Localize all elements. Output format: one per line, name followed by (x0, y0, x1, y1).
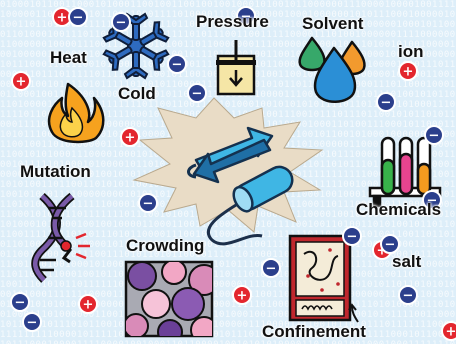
label-cold: Cold (118, 84, 156, 104)
negative-ion-icon: − (399, 286, 417, 304)
svg-text:−: − (15, 296, 26, 311)
label-confinement: Confinement (262, 322, 366, 342)
svg-text:−: − (381, 96, 392, 111)
svg-text:−: − (73, 11, 84, 26)
svg-text:−: − (429, 129, 440, 144)
svg-text:−: − (385, 238, 396, 253)
pressure-container-icon (216, 40, 256, 94)
svg-text:−: − (192, 87, 203, 102)
positive-ion-icon: + (121, 128, 139, 146)
svg-text:−: − (266, 262, 277, 277)
crowding-box-icon (124, 260, 219, 344)
svg-text:−: − (347, 230, 358, 245)
svg-text:+: + (57, 11, 68, 26)
svg-text:+: + (16, 75, 27, 90)
dna-icon (35, 196, 90, 280)
label-salt: salt (392, 252, 421, 272)
svg-text:+: + (237, 289, 248, 304)
svg-text:−: − (143, 197, 154, 212)
negative-ion-icon: − (343, 227, 361, 245)
negative-ion-icon: − (69, 8, 87, 26)
label-solvent: Solvent (302, 14, 363, 34)
negative-ion-icon: − (11, 293, 29, 311)
negative-ion-icon: − (112, 13, 130, 31)
svg-text:+: + (446, 325, 456, 340)
label-ion: ion (398, 42, 424, 62)
positive-ion-icon: + (442, 322, 456, 340)
solvent-drops-icon (300, 38, 365, 102)
svg-text:+: + (125, 131, 136, 146)
negative-ion-icon: − (188, 84, 206, 102)
svg-text:−: − (403, 289, 414, 304)
positive-ion-icon: + (12, 72, 30, 90)
negative-ion-icon: − (377, 93, 395, 111)
label-pressure: Pressure (196, 12, 269, 32)
svg-text:−: − (116, 16, 127, 31)
label-mutation: Mutation (20, 162, 91, 182)
negative-ion-icon: − (381, 235, 399, 253)
positive-ion-icon: + (399, 62, 417, 80)
confinement-box-icon (290, 236, 358, 322)
flame-icon (49, 84, 103, 142)
positive-ion-icon: + (79, 295, 97, 313)
label-heat: Heat (50, 48, 87, 68)
negative-ion-icon: − (425, 126, 443, 144)
label-crowding: Crowding (126, 236, 204, 256)
svg-text:−: − (172, 58, 183, 73)
positive-ion-icon: + (233, 286, 251, 304)
negative-ion-icon: − (23, 313, 41, 331)
label-chemicals: Chemicals (356, 200, 441, 220)
svg-text:−: − (27, 316, 38, 331)
negative-ion-icon: − (262, 259, 280, 277)
negative-ion-icon: − (168, 55, 186, 73)
svg-text:+: + (83, 298, 94, 313)
svg-text:+: + (403, 65, 414, 80)
negative-ion-icon: − (139, 194, 157, 212)
